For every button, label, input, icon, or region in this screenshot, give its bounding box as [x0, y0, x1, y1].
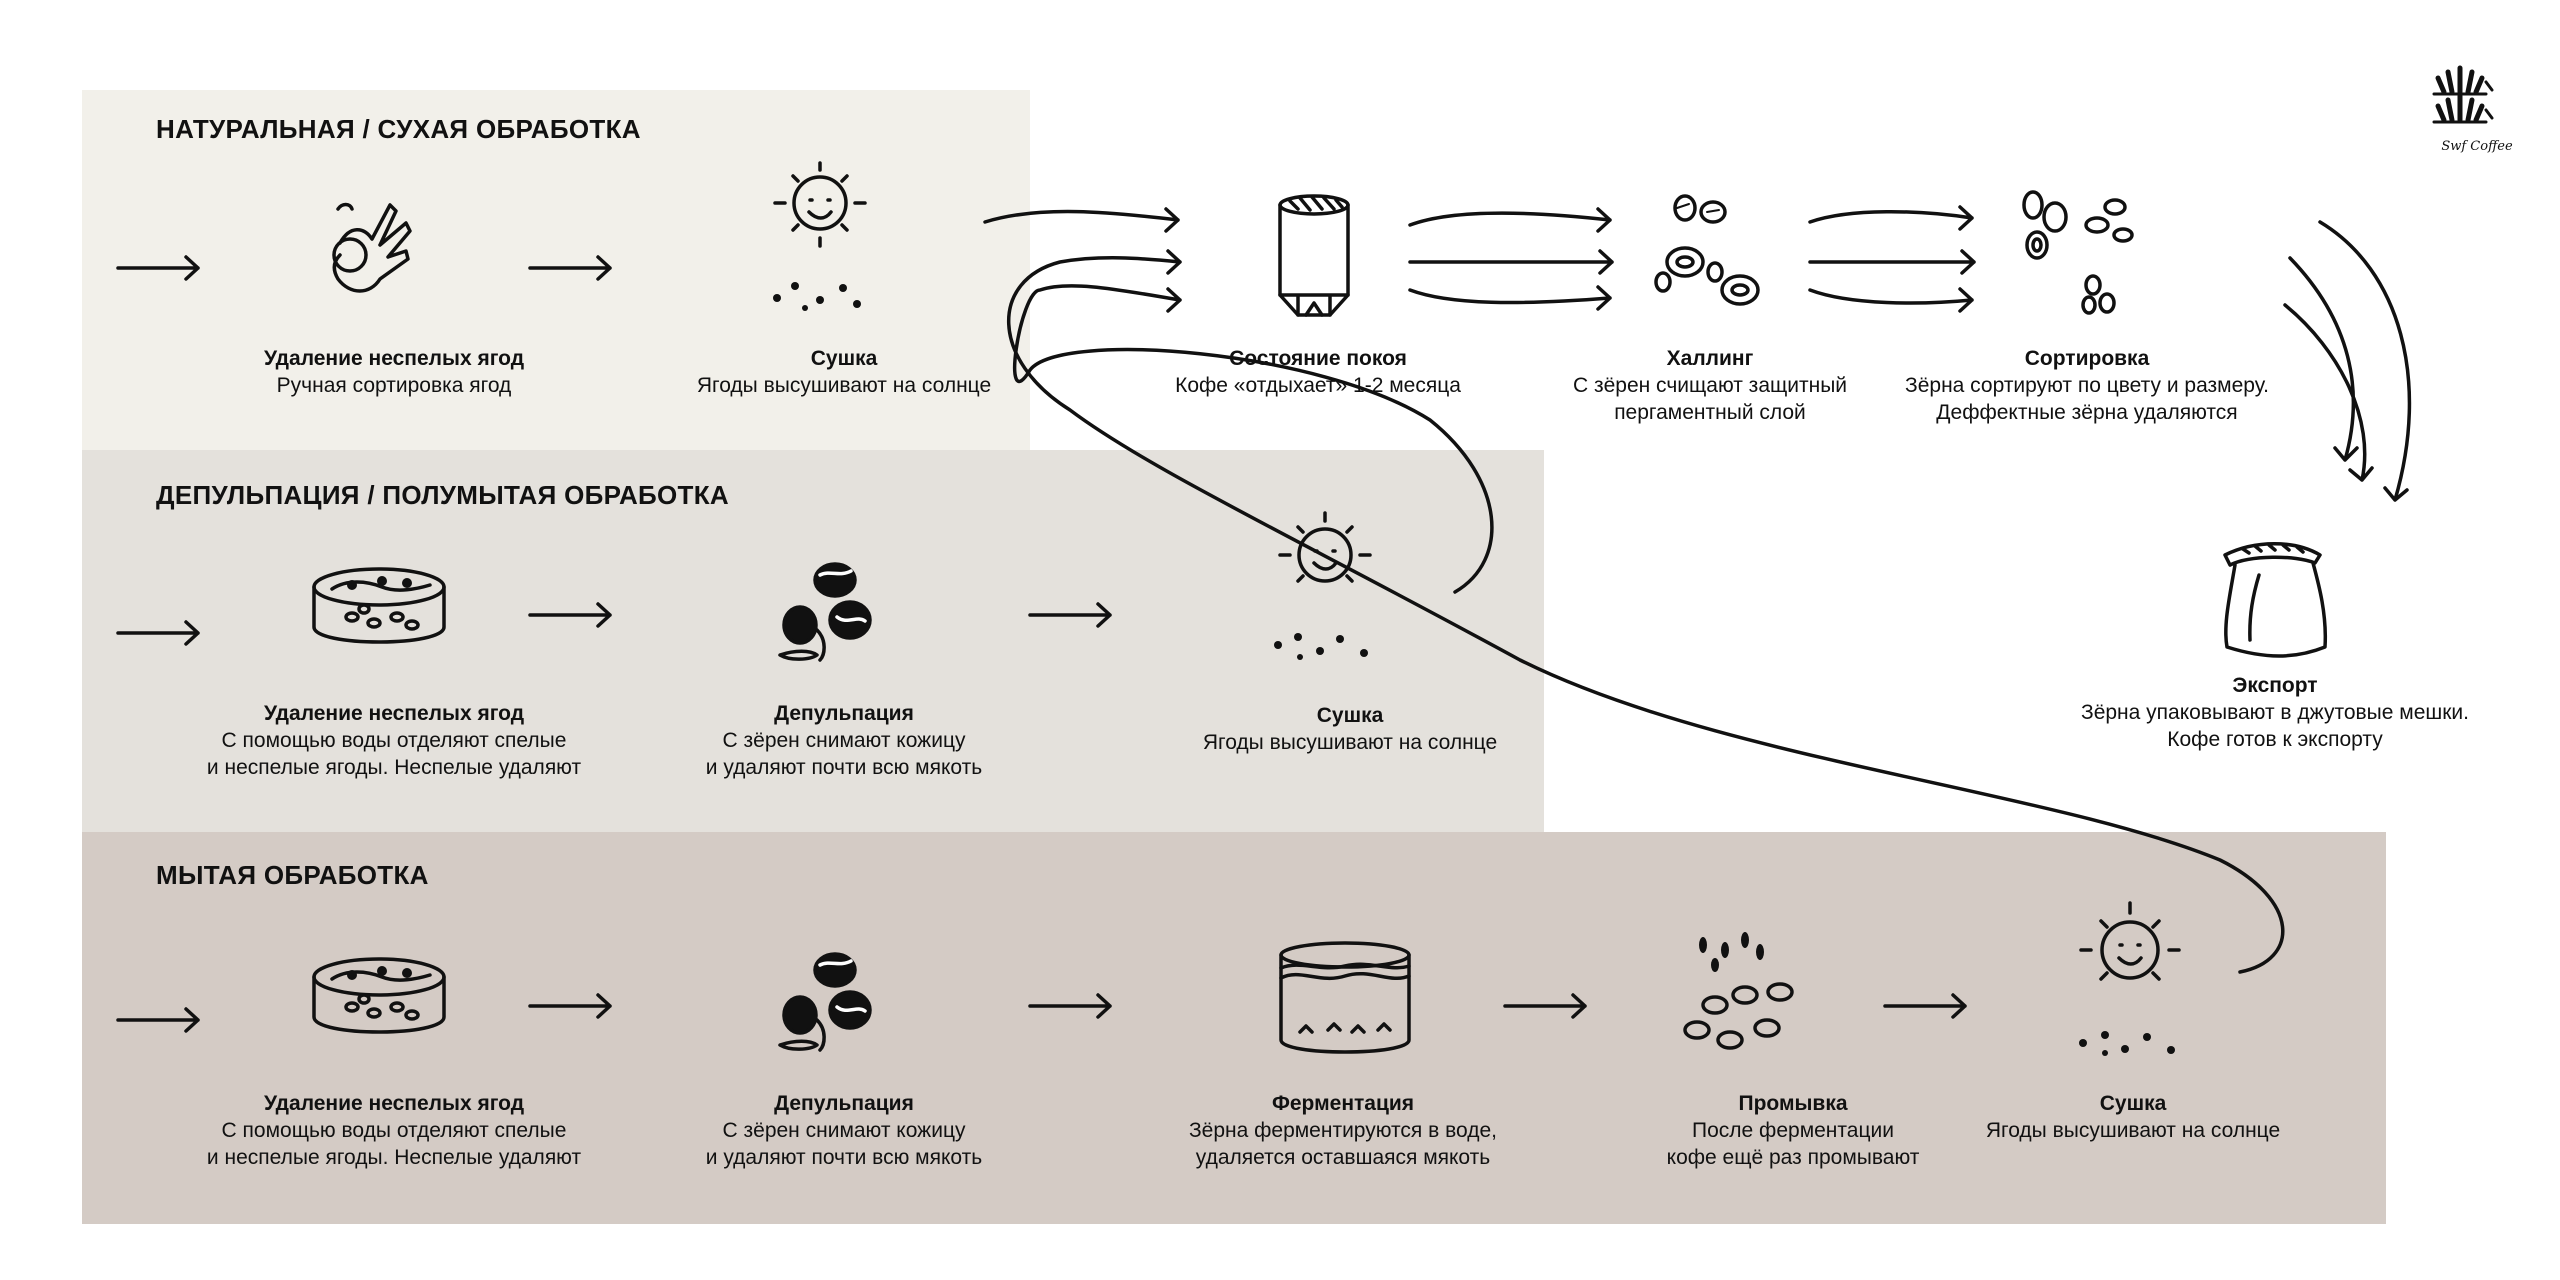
hand-ok-icon — [332, 202, 412, 293]
band-title-honey: ДЕПУЛЬПАЦИЯ / ПОЛУМЫТАЯ ОБРАБОТКА — [156, 480, 729, 510]
step-common-export: Экспорт Зёрна упаковывают в джутовые меш… — [2065, 672, 2485, 753]
sun-icon — [1274, 511, 1372, 660]
flow-curve-honey — [1013, 284, 1494, 594]
step-honey-pulping: Депульпация С зёрен снимают кожицу и уда… — [634, 700, 1054, 781]
step-desc: После ферментации кофе ещё раз промывают — [1666, 1119, 1920, 1169]
jute-sack-icon — [2223, 542, 2328, 658]
leaf-logo-icon — [2432, 65, 2494, 124]
step-natural-sorting: Удаление неспелых ягод Ручная сортировка… — [184, 345, 604, 399]
step-title: Сортировка — [2024, 347, 2150, 370]
band-natural-process — [82, 90, 1030, 450]
arrow-icon — [116, 255, 200, 281]
step-title: Депульпация — [774, 1092, 914, 1115]
arrow-icon — [1503, 993, 1587, 1019]
step-title: Удаление неспелых ягод — [263, 702, 525, 725]
arrow-icon — [528, 602, 612, 628]
step-desc: Зёрна упаковывают в джутовые мешки. Кофе… — [2081, 701, 2469, 751]
band-title-washed: МЫТАЯ ОБРАБОТКА — [156, 860, 429, 890]
flow-curves — [983, 205, 2412, 974]
step-title: Ферментация — [1271, 1092, 1415, 1115]
arrow-icon — [116, 620, 200, 646]
step-natural-drying: Сушка Ягоды высушивают на солнце — [634, 345, 1054, 399]
step-title: Депульпация — [774, 702, 914, 725]
step-title: Сушка — [810, 347, 878, 370]
water-tub-icon — [312, 957, 446, 1034]
hulled-beans-icon — [1654, 194, 1760, 306]
band-title-natural: НАТУРАЛЬНАЯ / СУХАЯ ОБРАБОТКА — [156, 114, 641, 144]
step-desc: С помощью воды отделяют спелые и неспелы… — [206, 729, 582, 779]
arrow-icon — [528, 255, 612, 281]
step-title: Халлинг — [1666, 347, 1754, 370]
arrow-icon — [1028, 993, 1112, 1019]
arrow-icon — [1028, 602, 1112, 628]
brand-name: Swf Coffee — [2441, 139, 2513, 154]
step-desc: С помощью воды отделяют спелые и неспелы… — [206, 1119, 582, 1169]
sun-icon — [2079, 901, 2181, 1056]
step-title: Промывка — [1738, 1092, 1848, 1115]
step-desc: Зёрна ферментируются в воде, удаляется о… — [1188, 1119, 1498, 1169]
step-common-hulling: Халлинг С зёрен счищают защитный пергаме… — [1500, 345, 1920, 426]
coffee-beans-icon — [778, 952, 872, 1052]
step-washed-drying: Сушка Ягоды высушивают на солнце — [1923, 1090, 2343, 1144]
step-desc: Ягоды высушивают на солнце — [1202, 731, 1498, 754]
step-title: Состояние покоя — [1229, 347, 1407, 370]
coffee-beans-icon — [778, 562, 872, 662]
band-washed-process — [82, 832, 2386, 1224]
step-washed-fermentation: Ферментация Зёрна ферментируются в воде,… — [1133, 1090, 1553, 1171]
step-title: Сушка — [2099, 1092, 2167, 1115]
step-title: Удаление неспелых ягод — [263, 1092, 525, 1115]
step-honey-drying: Сушка Ягоды высушивают на солнце — [1140, 702, 1560, 756]
step-honey-sorting: Удаление неспелых ягод С помощью воды от… — [184, 700, 604, 781]
step-common-grading: Сортировка Зёрна сортируют по цвету и ра… — [1877, 345, 2297, 426]
step-desc: С зёрен счищают защитный пергаментный сл… — [1572, 374, 1848, 424]
step-washed-pulping: Депульпация С зёрен снимают кожицу и уда… — [634, 1090, 1054, 1171]
step-desc: Зёрна сортируют по цвету и размеру. Дефф… — [1905, 374, 2269, 424]
flow-curve-natural — [983, 207, 1180, 233]
step-desc: Кофе «отдыхает» 1-2 месяца — [1175, 374, 1461, 397]
band-honey-process — [82, 450, 1544, 832]
step-desc: Ягоды высушивают на солнце — [696, 374, 992, 397]
sun-icon — [773, 161, 867, 311]
sorted-beans-icon — [2022, 190, 2134, 315]
water-tub-icon — [312, 567, 446, 644]
arrow-icon — [116, 1007, 200, 1033]
water-drops-icon — [1683, 932, 1794, 1050]
step-washed-washing: Промывка После ферментации кофе ещё раз … — [1583, 1090, 2003, 1171]
flow-curve-washed — [1007, 249, 2285, 974]
step-title: Сушка — [1316, 704, 1384, 727]
step-title: Удаление неспелых ягод — [263, 347, 525, 370]
step-title: Экспорт — [2232, 674, 2318, 697]
step-desc: С зёрен снимают кожицу и удаляют почти в… — [705, 1119, 983, 1169]
silo-icon — [1278, 194, 1350, 317]
arrow-icon — [528, 993, 612, 1019]
fermentation-tank-icon — [1279, 941, 1411, 1054]
step-desc: Ручная сортировка ягод — [276, 374, 512, 397]
step-desc: Ягоды высушивают на солнце — [1985, 1119, 2281, 1142]
step-arrows — [116, 255, 1967, 1033]
step-common-resting: Состояние покоя Кофе «отдыхает» 1-2 меся… — [1108, 345, 1528, 399]
step-washed-sorting: Удаление неспелых ягод С помощью воды от… — [184, 1090, 604, 1171]
arrow-icon — [1883, 993, 1967, 1019]
step-desc: С зёрен снимают кожицу и удаляют почти в… — [705, 729, 983, 779]
